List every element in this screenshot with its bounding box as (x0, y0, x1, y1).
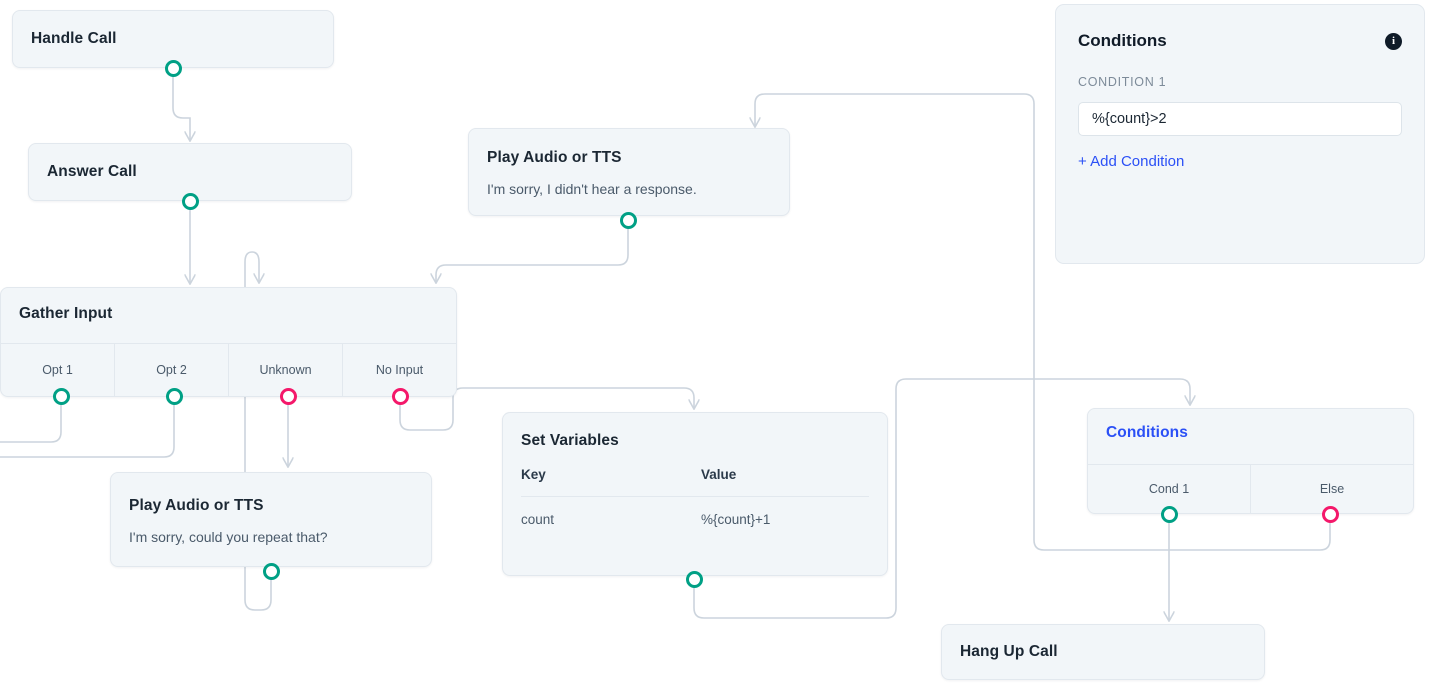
condition-1-input[interactable]: %{count}>2 (1078, 102, 1402, 136)
node-title: Set Variables (521, 432, 619, 449)
port-dot-handle-call-out[interactable] (165, 60, 182, 77)
port-dot-tts-no-response-out[interactable] (620, 212, 637, 229)
node-title: Play Audio or TTS (129, 496, 264, 514)
column-header-key: Key (521, 466, 546, 482)
set-variables-table: Key Value count %{count}+1 (503, 467, 887, 527)
condition-1-value: %{count}>2 (1092, 111, 1167, 127)
panel-title: Conditions (1078, 31, 1167, 50)
node-gather-input[interactable]: Gather Input Opt 1 Opt 2 Unknown No Inpu… (0, 287, 457, 397)
port-label: Else (1319, 482, 1345, 496)
node-play-audio-tts-no-response[interactable]: Play Audio or TTS I'm sorry, I didn't he… (468, 128, 790, 216)
node-hang-up-call[interactable]: Hang Up Call (941, 624, 1265, 680)
add-condition-link[interactable]: + Add Condition (1078, 153, 1185, 170)
port-no-input[interactable]: No Input (343, 344, 456, 396)
node-title: Play Audio or TTS (487, 149, 622, 167)
port-unknown[interactable]: Unknown (229, 344, 343, 396)
node-play-audio-tts-repeat[interactable]: Play Audio or TTS I'm sorry, could you r… (110, 472, 432, 567)
port-opt-1[interactable]: Opt 1 (1, 344, 115, 396)
port-dot-answer-call-out[interactable] (182, 193, 199, 210)
node-title: Conditions (1106, 424, 1188, 441)
port-dot-else[interactable] (1322, 506, 1339, 523)
port-opt-2[interactable]: Opt 2 (115, 344, 229, 396)
node-title: Hang Up Call (960, 642, 1058, 660)
port-dot-set-variables-out[interactable] (686, 571, 703, 588)
cell-value: %{count}+1 (701, 511, 771, 527)
port-label: Unknown (259, 363, 312, 377)
port-label: Cond 1 (1148, 482, 1190, 496)
node-title: Answer Call (47, 162, 137, 180)
port-label: Opt 1 (42, 363, 73, 377)
port-dot-tts-repeat-out[interactable] (263, 563, 280, 580)
table-row: count %{count}+1 (521, 497, 869, 527)
edge-opt1-out (0, 404, 62, 443)
conditions-panel: Conditions i CONDITION 1 %{count}>2 + Ad… (1055, 4, 1425, 264)
node-title: Handle Call (31, 29, 117, 47)
gather-input-port-row: Opt 1 Opt 2 Unknown No Input (1, 343, 456, 396)
node-conditions[interactable]: Conditions Cond 1 Else (1087, 408, 1414, 514)
conditions-panel-header: Conditions i (1056, 5, 1424, 51)
info-icon[interactable]: i (1385, 32, 1402, 50)
port-dot-cond-1[interactable] (1161, 506, 1178, 523)
port-dot-unknown[interactable] (280, 388, 297, 405)
edge-opt2-out (0, 404, 175, 458)
node-subtitle: I'm sorry, could you repeat that? (129, 528, 328, 545)
condition-1-label: CONDITION 1 (1078, 75, 1167, 89)
port-label: No Input (375, 363, 424, 377)
column-header-value: Value (701, 466, 737, 482)
node-answer-call[interactable]: Answer Call (28, 143, 352, 201)
port-dot-opt-2[interactable] (166, 388, 183, 405)
edge-noresponse-to-gather (436, 222, 629, 282)
port-dot-no-input[interactable] (392, 388, 409, 405)
node-title: Gather Input (19, 305, 113, 322)
port-dot-opt-1[interactable] (53, 388, 70, 405)
node-subtitle: I'm sorry, I didn't hear a response. (487, 181, 697, 198)
edge-handle-to-answer (172, 72, 190, 140)
node-handle-call[interactable]: Handle Call (12, 10, 334, 68)
port-label: Opt 2 (156, 363, 187, 377)
table-header-row: Key Value (521, 467, 869, 497)
cell-key: count (521, 511, 555, 527)
conditions-port-row: Cond 1 Else (1088, 464, 1413, 513)
node-set-variables[interactable]: Set Variables Key Value count %{count}+1 (502, 412, 888, 576)
